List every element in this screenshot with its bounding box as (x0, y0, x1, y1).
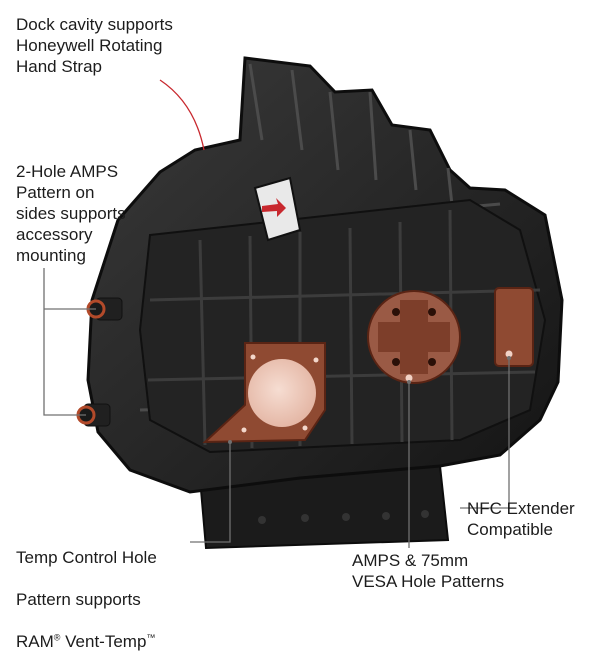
vesa-holes (392, 308, 436, 366)
nfc-extender-callout: NFC Extender Compatible (467, 499, 575, 539)
inner-ribs (147, 209, 541, 449)
base-screws (258, 510, 429, 524)
dock-callout-curve (159, 79, 205, 151)
amps-vesa-callout: AMPS & 75mm VESA Hole Patterns (352, 551, 505, 591)
callout-lines (43, 268, 510, 548)
temp-control-line1: Temp Control Hole (16, 548, 157, 567)
rugged-dock-illustration (43, 56, 564, 550)
temp-control-vent: Vent-Temp (60, 632, 147, 651)
temp-control-disc (248, 359, 316, 427)
vesa-center-hole (405, 374, 413, 382)
temp-control-callout: Temp Control Hole Pattern supports RAM® … (16, 526, 157, 652)
registered-mark: ® (53, 632, 61, 643)
temp-control-holes (241, 354, 319, 433)
nfc-plate (494, 287, 534, 367)
product-image (43, 56, 564, 550)
dock-cavity-callout: Dock cavity supports Honeywell Rotating … (16, 15, 173, 76)
trademark-mark: ™ (146, 632, 156, 643)
two-hole-amps-callout: 2-Hole AMPS Pattern on sides supports ac… (16, 162, 126, 265)
inner-frame (138, 198, 547, 454)
vesa-cross (378, 300, 450, 374)
nfc-hole (505, 350, 513, 358)
dock-cavity-arrow (262, 198, 286, 217)
temp-control-ram: RAM (16, 632, 54, 651)
